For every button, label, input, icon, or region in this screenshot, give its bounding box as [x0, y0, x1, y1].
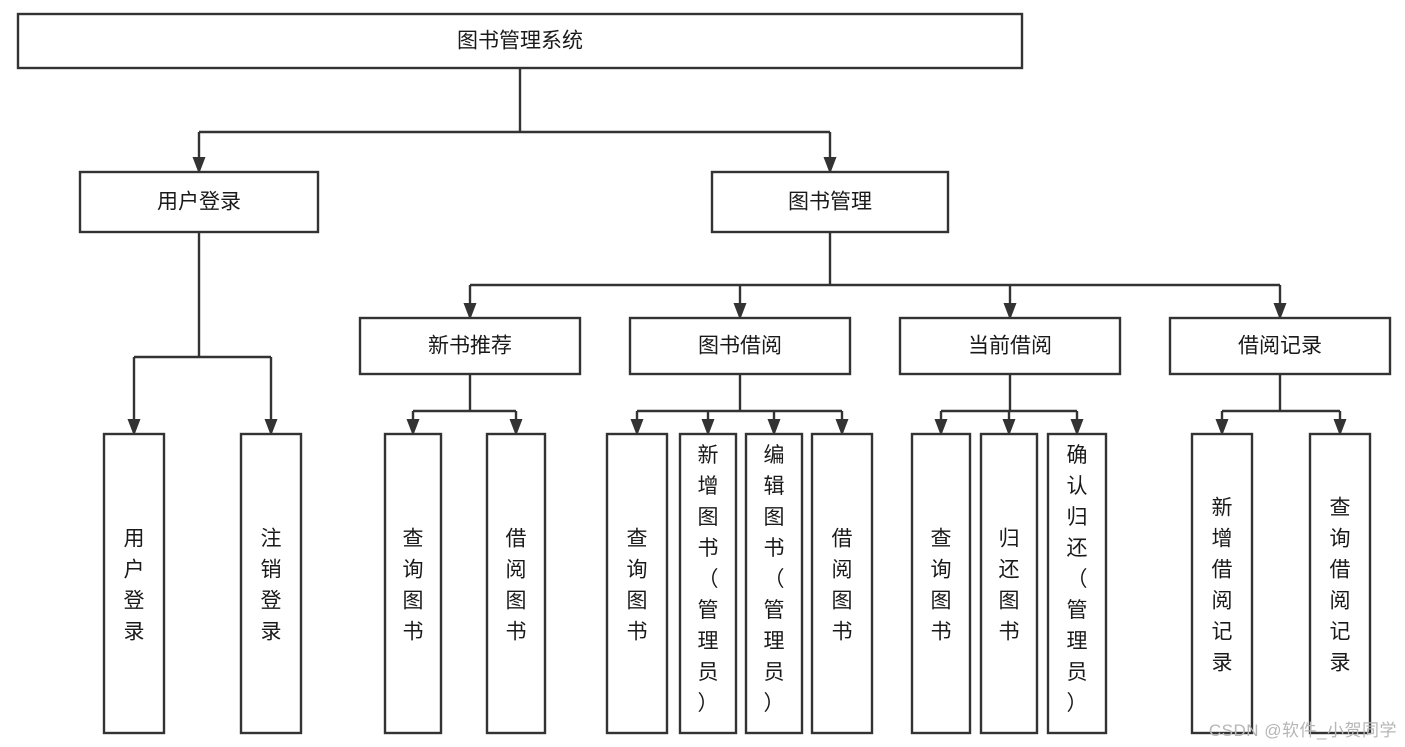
node-box — [1190, 432, 1254, 735]
arrow-head-icon — [767, 419, 781, 436]
node-leaf-borrow-book-1[interactable]: 借阅图书 — [485, 432, 547, 735]
node-label: 新增图书（管理员） — [698, 444, 719, 715]
connector-layer — [127, 68, 1347, 436]
node-leaf-borrow-book-2[interactable]: 借阅图书 — [810, 432, 874, 735]
node-box — [910, 432, 972, 735]
node-box — [744, 432, 804, 735]
arrow-head-icon — [192, 157, 206, 174]
arrow-head-icon — [733, 303, 747, 320]
arrow-head-icon — [934, 419, 948, 436]
node-label: 查询图书 — [403, 528, 424, 644]
node-box — [979, 432, 1039, 735]
arrow-head-icon — [127, 419, 141, 436]
node-box — [16, 12, 1024, 70]
arrow-head-icon — [630, 419, 644, 436]
node-box — [678, 432, 738, 735]
arrow-head-icon — [823, 157, 837, 174]
node-label: 查询图书 — [627, 528, 648, 644]
arrow-head-icon — [509, 419, 523, 436]
node-label: 编辑图书（管理员） — [764, 444, 785, 715]
node-label: 借阅图书 — [832, 528, 853, 644]
node-box — [102, 432, 166, 735]
node-box — [898, 316, 1122, 376]
arrow-head-icon — [1002, 419, 1016, 436]
node-root[interactable]: 图书管理系统 — [16, 12, 1024, 70]
arrow-head-icon — [1070, 419, 1084, 436]
arrow-head-icon — [1333, 419, 1347, 436]
node-label: 图书管理系统 — [457, 30, 583, 53]
node-leaf-confirm-return[interactable]: 确认归还（管理员） — [1046, 432, 1108, 735]
node-box — [1168, 316, 1392, 376]
arrow-head-icon — [1003, 303, 1017, 320]
node-user-login[interactable]: 用户登录 — [78, 170, 320, 234]
node-box — [1308, 432, 1372, 735]
node-leaf-query-book-1[interactable]: 查询图书 — [383, 432, 443, 735]
node-label: 借阅记录 — [1238, 335, 1322, 358]
node-box — [628, 316, 852, 376]
node-box — [710, 170, 950, 234]
arrow-head-icon — [1273, 303, 1287, 320]
node-borrow-record[interactable]: 借阅记录 — [1168, 316, 1392, 376]
node-label: 用户登录 — [157, 191, 241, 214]
watermark-text: CSDN @软件_小贺同学 — [1208, 721, 1397, 740]
node-leaf-logout[interactable]: 注销登录 — [239, 432, 303, 735]
arrow-head-icon — [835, 419, 849, 436]
node-label: 借阅图书 — [506, 528, 527, 644]
node-new-book-recommend[interactable]: 新书推荐 — [358, 316, 582, 376]
node-label: 确认归还（管理员） — [1067, 444, 1088, 715]
node-leaf-edit-book[interactable]: 编辑图书（管理员） — [744, 432, 804, 735]
node-label: 查询借阅记录 — [1330, 497, 1351, 675]
node-layer: 图书管理系统用户登录图书管理新书推荐图书借阅当前借阅借阅记录用户登录注销登录查询… — [16, 12, 1392, 735]
arrow-head-icon — [406, 419, 420, 436]
node-label: 归还图书 — [999, 528, 1020, 644]
node-box — [78, 170, 320, 234]
arrow-head-icon — [701, 419, 715, 436]
node-current-borrow[interactable]: 当前借阅 — [898, 316, 1122, 376]
node-box — [358, 316, 582, 376]
node-book-management[interactable]: 图书管理 — [710, 170, 950, 234]
node-label: 图书管理 — [788, 191, 872, 214]
node-leaf-add-record[interactable]: 新增借阅记录 — [1190, 432, 1254, 735]
node-label: 用户登录 — [124, 528, 145, 644]
node-label: 注销登录 — [261, 528, 282, 644]
node-label: 图书借阅 — [698, 335, 782, 358]
node-label: 当前借阅 — [968, 335, 1052, 358]
node-leaf-query-book-3[interactable]: 查询图书 — [910, 432, 972, 735]
arrow-head-icon — [463, 303, 477, 320]
node-leaf-user-login[interactable]: 用户登录 — [102, 432, 166, 735]
node-label: 新书推荐 — [428, 335, 512, 358]
node-box — [1046, 432, 1108, 735]
node-book-borrow[interactable]: 图书借阅 — [628, 316, 852, 376]
node-box — [383, 432, 443, 735]
node-box — [810, 432, 874, 735]
arrow-head-icon — [264, 419, 278, 436]
node-leaf-add-book[interactable]: 新增图书（管理员） — [678, 432, 738, 735]
node-leaf-query-book-2[interactable]: 查询图书 — [605, 432, 669, 735]
arrow-head-icon — [1215, 419, 1229, 436]
node-box — [605, 432, 669, 735]
node-box — [485, 432, 547, 735]
node-label: 查询图书 — [931, 528, 952, 644]
node-leaf-return-book[interactable]: 归还图书 — [979, 432, 1039, 735]
node-leaf-query-record[interactable]: 查询借阅记录 — [1308, 432, 1372, 735]
node-box — [239, 432, 303, 735]
node-label: 新增借阅记录 — [1212, 497, 1233, 675]
